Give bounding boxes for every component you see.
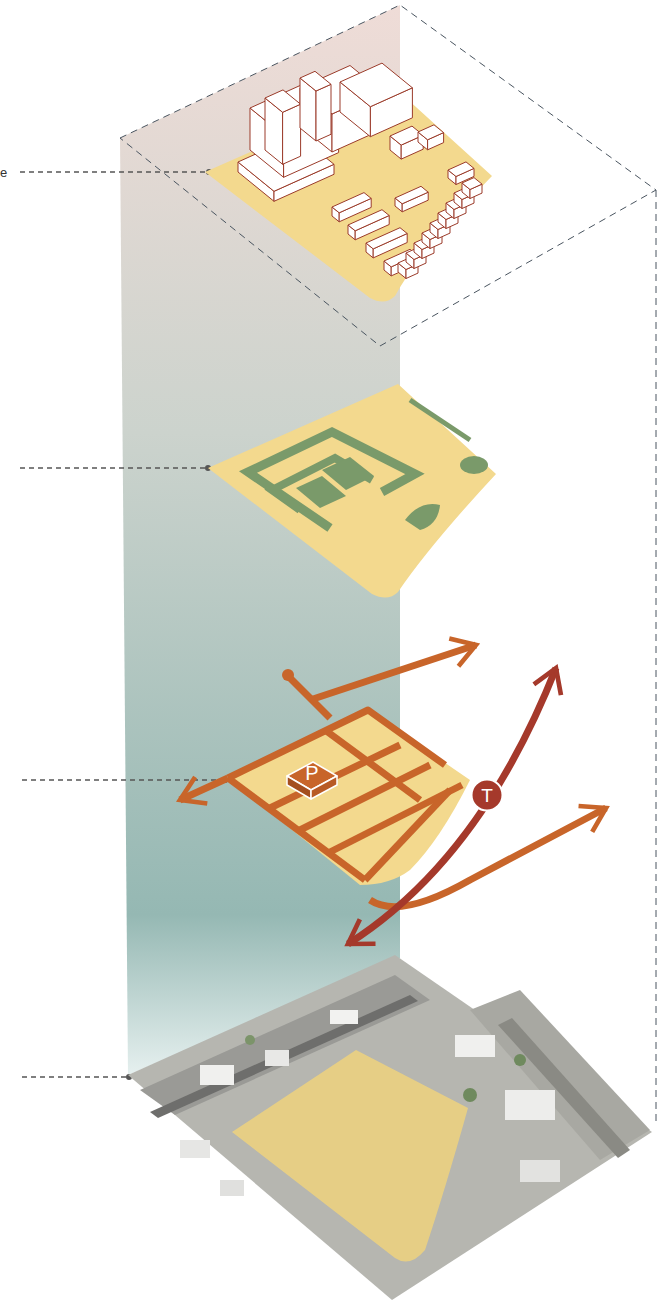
svg-ellipse	[460, 456, 488, 474]
svg-rect	[265, 1050, 289, 1066]
svg-path	[370, 808, 606, 907]
dashed-frame	[120, 5, 656, 1125]
svg-circle	[472, 780, 503, 811]
transit-stop-circle: T	[470, 778, 504, 812]
svg-polygon	[300, 71, 331, 91]
svg-polygon	[283, 104, 301, 164]
svg-polygon	[316, 84, 331, 141]
svg-polygon	[395, 186, 428, 204]
aerial-photo	[128, 955, 652, 1300]
svg-polyline	[120, 5, 656, 346]
svg-line	[180, 778, 228, 800]
svg-polygon	[366, 228, 407, 249]
svg-line	[325, 730, 420, 800]
open-space	[248, 400, 488, 530]
svg-polyline	[248, 432, 415, 528]
svg-path	[232, 1050, 468, 1262]
svg-polygon	[448, 162, 474, 177]
street-end-dot	[282, 669, 294, 681]
svg-rect	[180, 1140, 210, 1158]
svg-rect	[220, 1180, 244, 1196]
parking-letter: P	[305, 763, 318, 783]
svg-rect	[330, 1010, 358, 1024]
svg-path	[410, 400, 470, 440]
transit-line	[348, 668, 556, 944]
svg-polygon	[332, 193, 371, 213]
svg-circle	[514, 1054, 526, 1066]
svg-polyline	[228, 710, 445, 778]
layer-label: e	[0, 165, 7, 180]
svg-polygon	[322, 457, 374, 490]
svg-polygon	[340, 63, 412, 107]
svg-path	[405, 504, 440, 530]
transit-letter: T	[481, 786, 493, 805]
svg-polygon	[418, 125, 444, 140]
parcel-buildings	[205, 88, 492, 302]
svg-polygon	[470, 990, 650, 1160]
building-massing	[238, 63, 482, 278]
svg-polygon	[462, 178, 482, 190]
svg-polygon	[265, 90, 301, 112]
parcel-open-space	[208, 384, 496, 598]
svg-polygon	[128, 955, 652, 1300]
svg-line	[310, 645, 476, 700]
svg-polygon	[348, 210, 389, 231]
svg-line	[22, 1076, 128, 1077]
svg-line	[20, 467, 207, 468]
leader-lines	[20, 172, 224, 1077]
street-network	[180, 645, 606, 907]
leader-dots	[126, 169, 228, 1080]
parking-box: P	[285, 756, 339, 800]
svg-circle	[245, 1035, 255, 1045]
svg-rect	[505, 1090, 555, 1120]
svg-line	[270, 745, 400, 808]
svg-rect	[200, 1065, 234, 1085]
svg-rect	[455, 1035, 495, 1057]
svg-line	[656, 190, 657, 1125]
svg-rect	[520, 1160, 560, 1182]
svg-line	[20, 171, 208, 172]
svg-polygon	[498, 1018, 630, 1158]
svg-line	[22, 779, 224, 780]
svg-circle	[463, 1088, 477, 1102]
parcel-circulation	[228, 710, 470, 885]
